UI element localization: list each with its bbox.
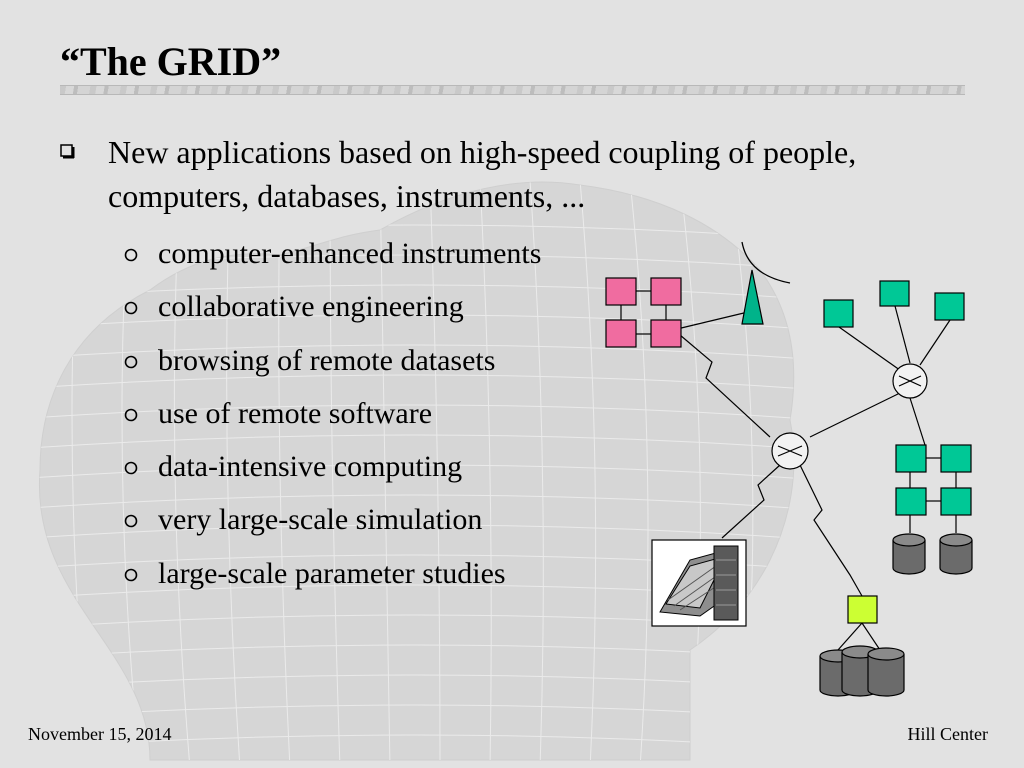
sub-bullet-text: data-intensive computing <box>158 450 463 484</box>
router-link <box>809 391 903 438</box>
sub-bullet-text: collaborative engineering <box>158 290 464 324</box>
hollow-circle-bullet-icon <box>124 301 138 315</box>
lime-node <box>847 595 878 624</box>
sub-bullet-text: large-scale parameter studies <box>158 556 506 590</box>
database-icon <box>939 533 973 575</box>
node-link <box>919 319 951 366</box>
pink-node <box>605 277 637 306</box>
database-icon <box>867 647 905 697</box>
sub-bullet-text: very large-scale simulation <box>158 503 483 537</box>
zigzag-link <box>721 464 781 539</box>
router-icon <box>892 363 928 399</box>
hollow-circle-bullet-icon <box>124 461 138 475</box>
pink-node-cluster <box>605 277 682 348</box>
pink-node <box>605 319 637 348</box>
hollow-square-bullet-icon <box>60 144 75 159</box>
node-link <box>894 305 911 364</box>
network-links <box>651 305 957 651</box>
slide-title: “The GRID” <box>60 39 282 84</box>
node-link <box>838 326 905 374</box>
pink-node <box>650 277 682 306</box>
node-link <box>837 622 863 651</box>
teal-node-cluster <box>895 444 972 516</box>
teal-node <box>879 280 910 307</box>
sub-bullet-text: browsing of remote datasets <box>158 343 496 377</box>
database-icon <box>892 533 926 575</box>
workstation-icon <box>651 539 747 627</box>
sub-bullet-text: computer-enhanced instruments <box>158 237 542 270</box>
router-icon <box>771 432 809 470</box>
teal-node <box>940 444 972 473</box>
zigzag-link <box>799 464 863 597</box>
zigzag-link <box>679 334 771 438</box>
node-link <box>861 622 881 651</box>
antenna-icon <box>741 241 791 325</box>
main-bullet: New applications based on high-speed cou… <box>60 130 940 218</box>
hollow-circle-bullet-icon <box>124 568 138 582</box>
main-bullet-text: New applications based on high-speed cou… <box>108 134 857 214</box>
teal-node <box>895 487 927 516</box>
node-link <box>909 397 926 446</box>
teal-node <box>934 292 965 321</box>
hollow-circle-bullet-icon <box>124 248 138 262</box>
sub-bullet-text: use of remote software <box>158 396 433 430</box>
hollow-circle-bullet-icon <box>124 355 138 368</box>
title-divider <box>60 85 965 95</box>
footer-date: November 15, 2014 <box>28 724 172 744</box>
teal-node <box>940 487 972 516</box>
hollow-circle-bullet-icon <box>124 515 138 528</box>
pink-node <box>650 319 682 348</box>
footer-org: Hill Center <box>907 724 988 744</box>
teal-node <box>823 299 854 328</box>
hollow-circle-bullet-icon <box>124 408 138 422</box>
teal-node <box>895 444 927 473</box>
